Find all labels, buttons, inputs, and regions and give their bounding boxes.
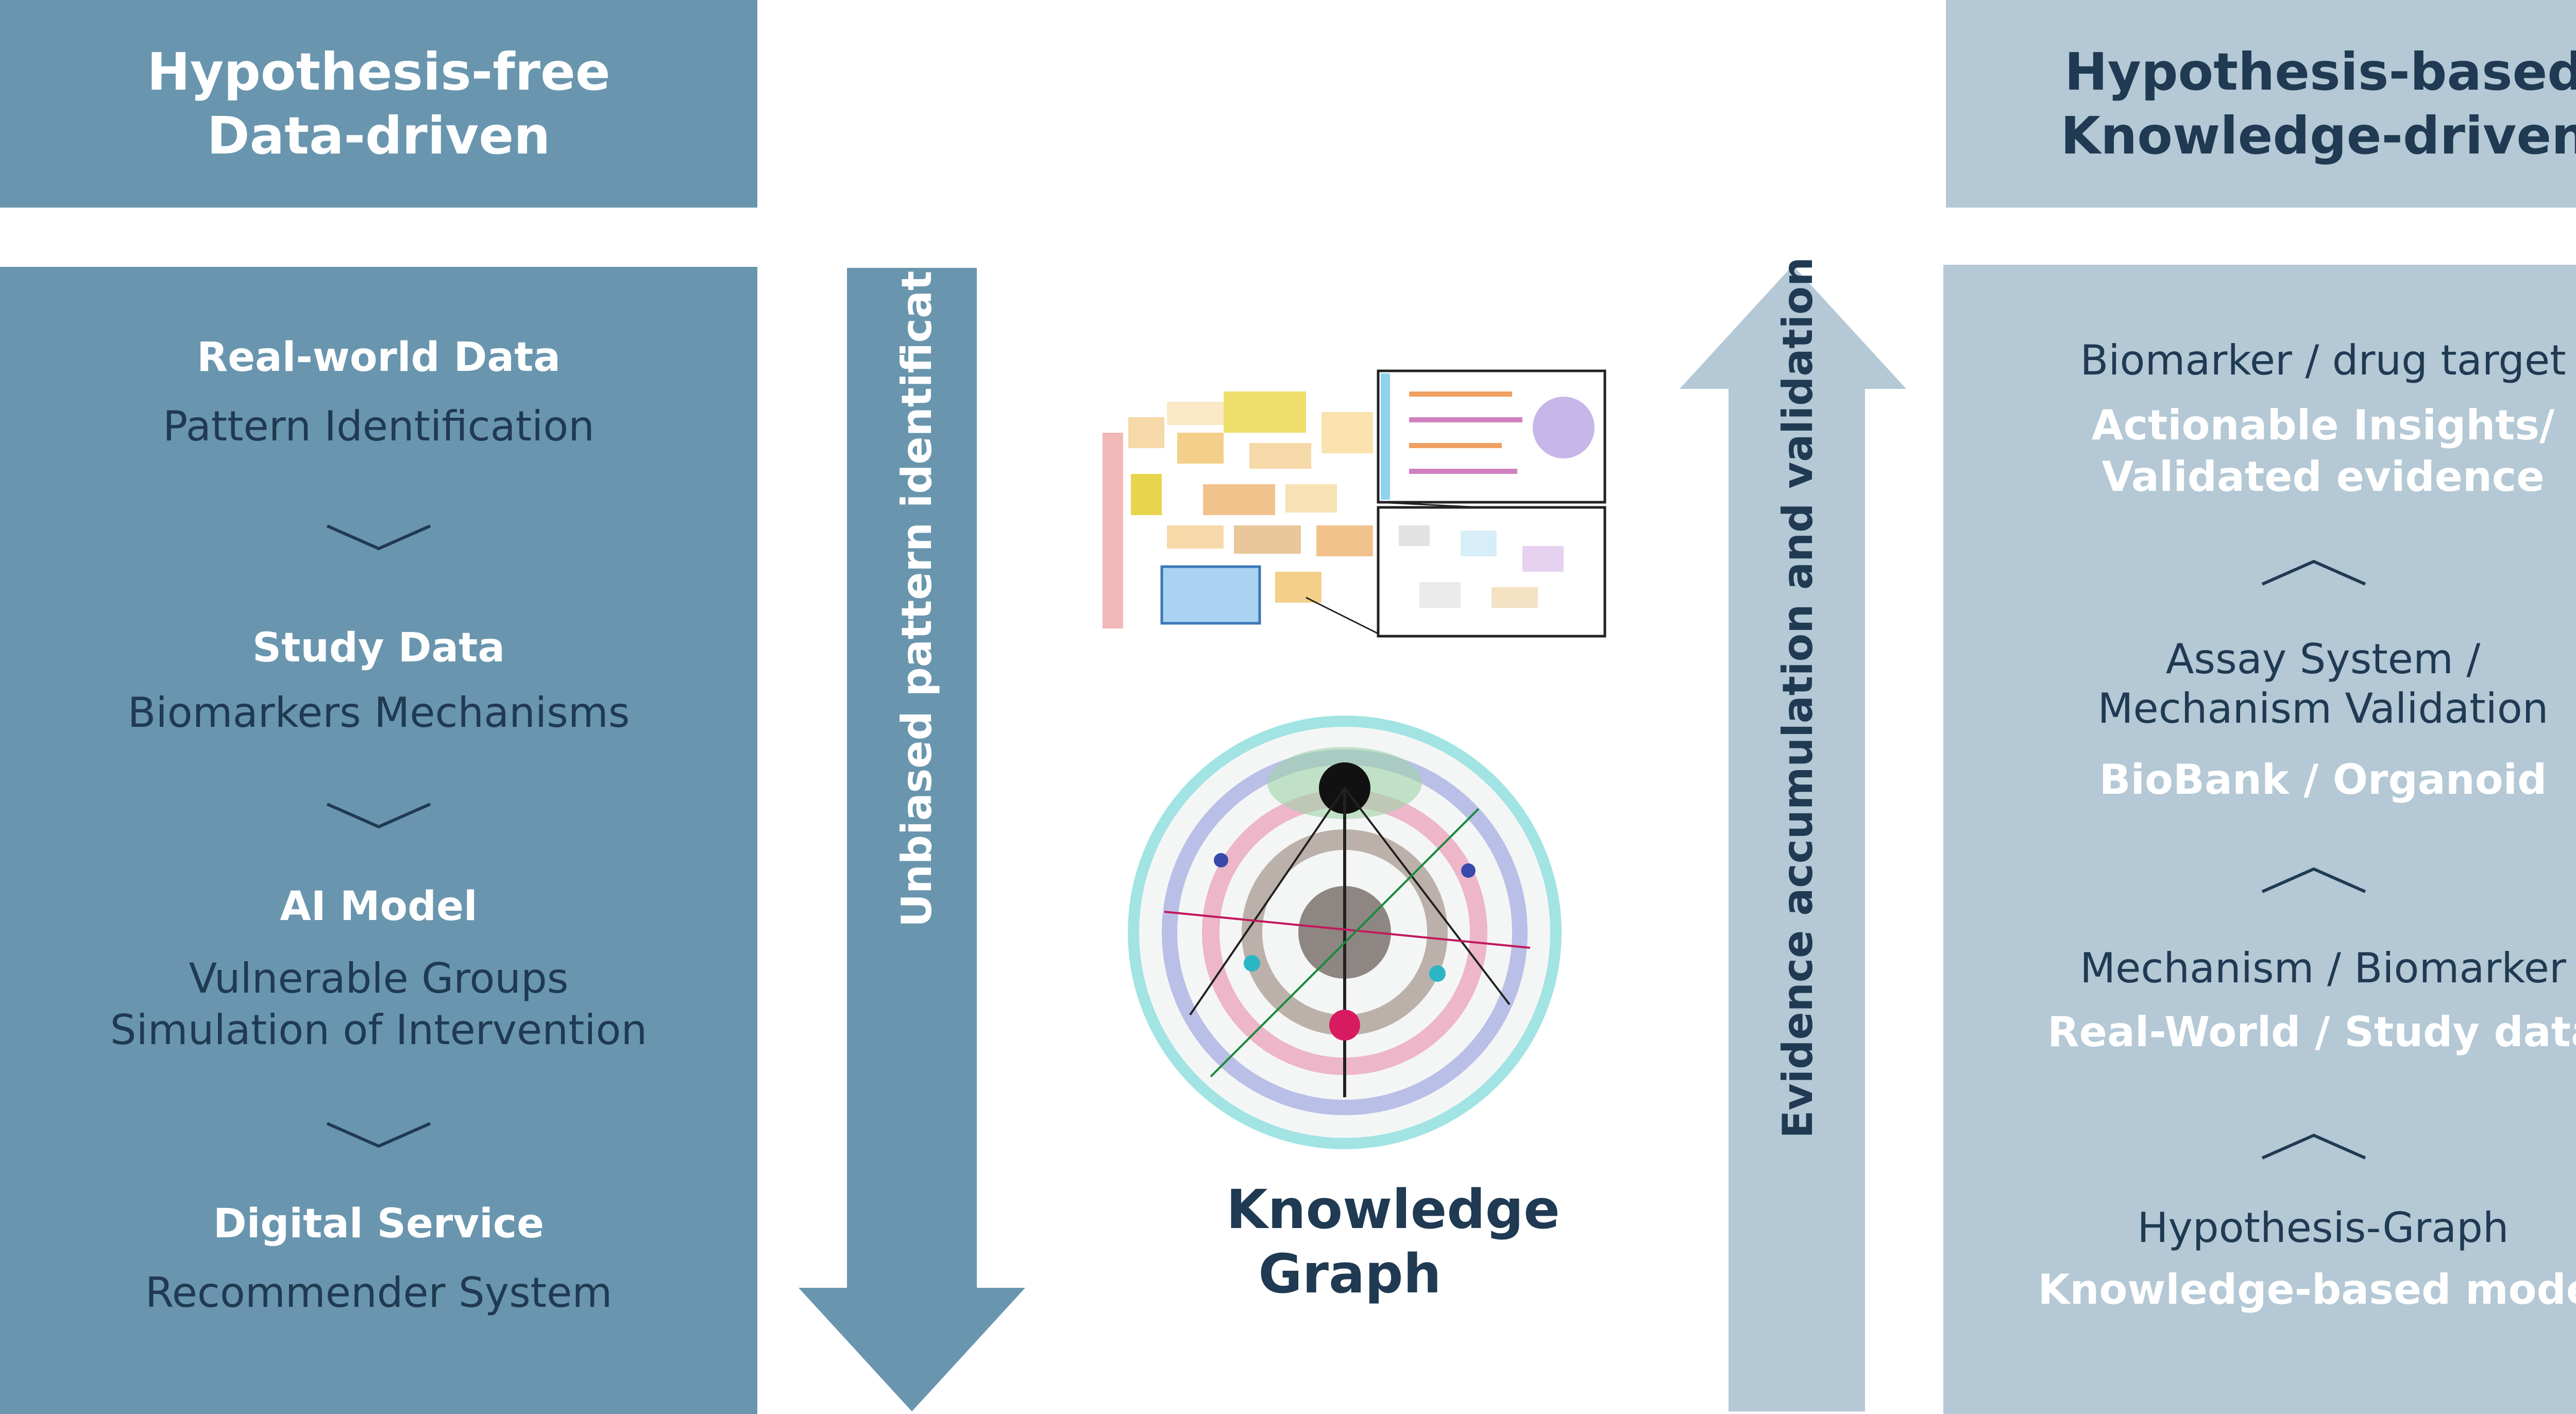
up-arrow-label: Evidence accumulation and validation xyxy=(1774,257,1822,1138)
step-title: Digital Service xyxy=(213,1201,545,1247)
step-text: Mechanism Validation xyxy=(2097,685,2549,732)
step-text: Recommender System xyxy=(145,1269,613,1317)
step-highlight: Knowledge-based model xyxy=(2038,1266,2576,1314)
step-text: Hypothesis-Graph xyxy=(2137,1204,2509,1252)
chevron-up-icon xyxy=(2261,559,2366,586)
step-highlight: Validated evidence xyxy=(2102,453,2545,501)
down-arrow-label: Unbiased pattern identification and test… xyxy=(893,0,941,927)
chevron-up-icon xyxy=(2261,867,2366,893)
knowledge-graph-title: Knowledge xyxy=(1226,1178,1560,1241)
step-text: Biomarker / drug target xyxy=(2080,336,2566,384)
step-text: Biomarkers Mechanisms xyxy=(127,689,630,737)
header-line: Data-driven xyxy=(207,105,551,166)
chevron-down-icon xyxy=(326,803,431,829)
header-line: Hypothesis-free xyxy=(147,41,611,102)
pathway-map-thumbnail xyxy=(1100,361,1615,649)
knowledge-graph-network xyxy=(1128,715,1562,1149)
step-title: Real-world Data xyxy=(197,334,561,381)
step-title: Study Data xyxy=(252,625,505,671)
step-text: Vulnerable Groups xyxy=(189,955,569,1002)
step-text: Simulation of Intervention xyxy=(110,1006,648,1054)
step-text: Mechanism / Biomarker xyxy=(2080,944,2566,992)
up-arrow xyxy=(1680,265,1906,1411)
header-hypothesis-free: Hypothesis-free Data-driven xyxy=(0,0,757,208)
header-line: Hypothesis-based xyxy=(2064,41,2576,102)
chevron-up-icon xyxy=(2261,1133,2366,1160)
data-driven-panel: Real-world Data Pattern Identification S… xyxy=(0,267,757,1414)
step-title: AI Model xyxy=(280,883,478,930)
header-hypothesis-based: Hypothesis-based Knowledge-driven xyxy=(1946,0,2576,208)
chevron-down-icon xyxy=(326,524,431,551)
step-highlight: Actionable Insights/ xyxy=(2091,401,2555,449)
knowledge-driven-panel: Biomarker / drug target Actionable Insig… xyxy=(1943,265,2576,1414)
knowledge-graph-title: Graph xyxy=(1258,1242,1442,1305)
chevron-down-icon xyxy=(326,1122,431,1148)
down-arrow xyxy=(799,268,1025,1411)
step-highlight: BioBank / Organoid xyxy=(2099,756,2547,804)
step-highlight: Real-World / Study data xyxy=(2047,1008,2576,1056)
header-line: Knowledge-driven xyxy=(2060,105,2576,166)
step-text: Assay System / xyxy=(2165,635,2481,683)
step-text: Pattern Identification xyxy=(163,402,595,450)
